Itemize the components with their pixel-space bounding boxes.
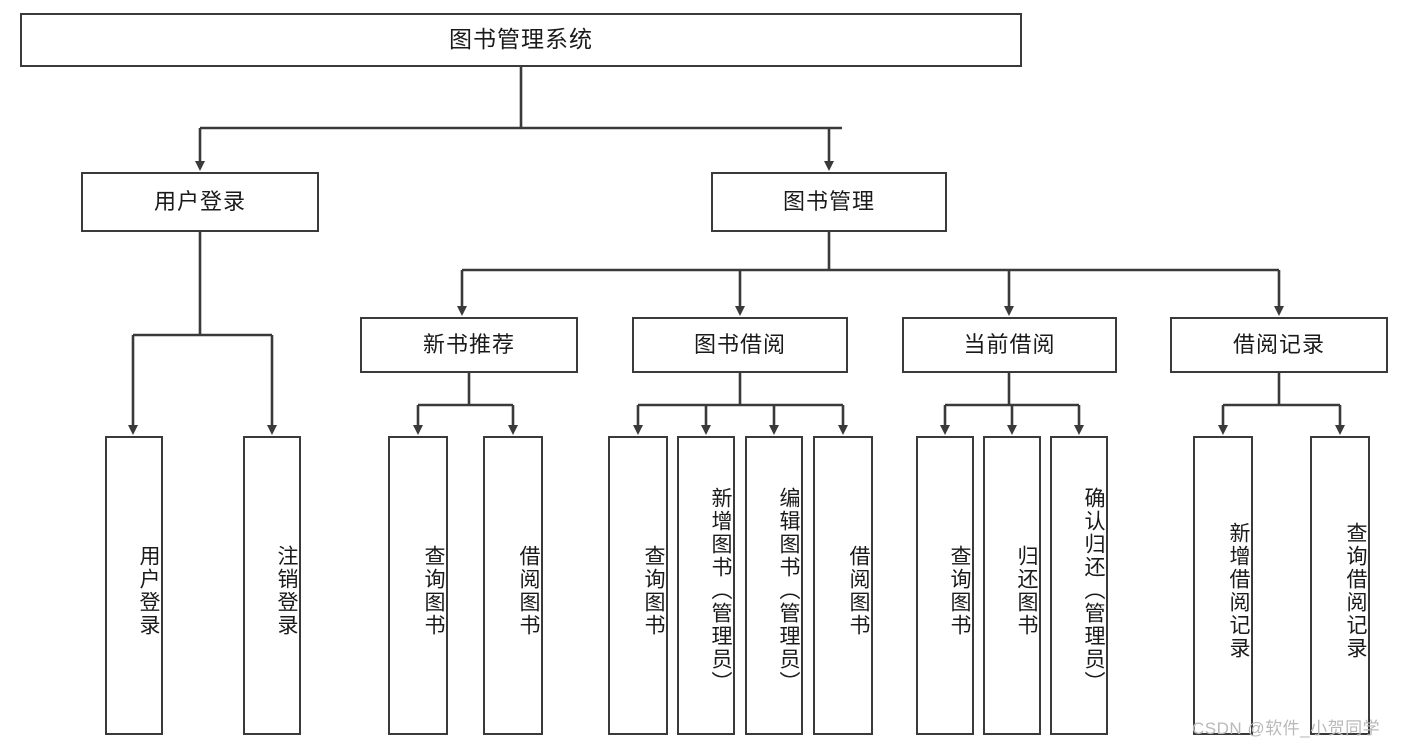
node-user-login[interactable]: 用户登录 (81, 172, 319, 232)
node-label: 编辑图书（管理员） (777, 487, 800, 694)
node-label: 注销登录 (275, 544, 298, 637)
node-label: 新增图书（管理员） (709, 487, 732, 694)
node-label: 确认归还（管理员） (1082, 487, 1105, 694)
node-book-management[interactable]: 图书管理 (711, 172, 947, 232)
leaf-new-query-book[interactable]: 查询图书 (388, 436, 448, 735)
node-root-system[interactable]: 图书管理系统 (20, 13, 1022, 67)
node-label: 图书管理系统 (449, 26, 593, 53)
leaf-borrow-query-book[interactable]: 查询图书 (608, 436, 668, 735)
leaf-new-borrow-book[interactable]: 借阅图书 (483, 436, 543, 735)
node-label: 图书借阅 (693, 331, 786, 357)
node-borrow-records[interactable]: 借阅记录 (1170, 317, 1388, 373)
leaf-borrow-lend-book[interactable]: 借阅图书 (813, 436, 873, 735)
leaf-query-borrow-record[interactable]: 查询借阅记录 (1310, 436, 1370, 735)
leaf-user-logout[interactable]: 注销登录 (243, 436, 301, 735)
node-label: 借阅记录 (1232, 331, 1325, 357)
node-label: 借阅图书 (517, 544, 540, 637)
leaf-add-book-admin[interactable]: 新增图书（管理员） (677, 436, 735, 735)
node-new-book-recommend[interactable]: 新书推荐 (360, 317, 578, 373)
node-label: 归还图书 (1015, 544, 1038, 637)
node-label: 图书管理 (782, 188, 875, 214)
leaf-current-query-book[interactable]: 查询图书 (916, 436, 974, 735)
node-book-borrow[interactable]: 图书借阅 (632, 317, 848, 373)
node-label: 当前借阅 (963, 331, 1056, 357)
node-label: 用户登录 (137, 544, 160, 637)
leaf-confirm-return-admin[interactable]: 确认归还（管理员） (1050, 436, 1108, 735)
node-label: 借阅图书 (847, 544, 870, 637)
node-label: 查询图书 (642, 544, 665, 637)
node-label: 查询借阅记录 (1344, 521, 1367, 660)
node-label: 用户登录 (153, 188, 246, 214)
node-label: 查询图书 (422, 544, 445, 637)
leaf-user-login[interactable]: 用户登录 (105, 436, 163, 735)
node-current-borrow[interactable]: 当前借阅 (902, 317, 1117, 373)
csdn-watermark: CSDN @软件_小贺同学 (1192, 719, 1381, 738)
node-label: 查询图书 (948, 544, 971, 637)
leaf-edit-book-admin[interactable]: 编辑图书（管理员） (745, 436, 803, 735)
leaf-add-borrow-record[interactable]: 新增借阅记录 (1193, 436, 1253, 735)
node-label: 新书推荐 (422, 331, 515, 357)
leaf-return-book[interactable]: 归还图书 (983, 436, 1041, 735)
node-label: 新增借阅记录 (1227, 521, 1250, 660)
